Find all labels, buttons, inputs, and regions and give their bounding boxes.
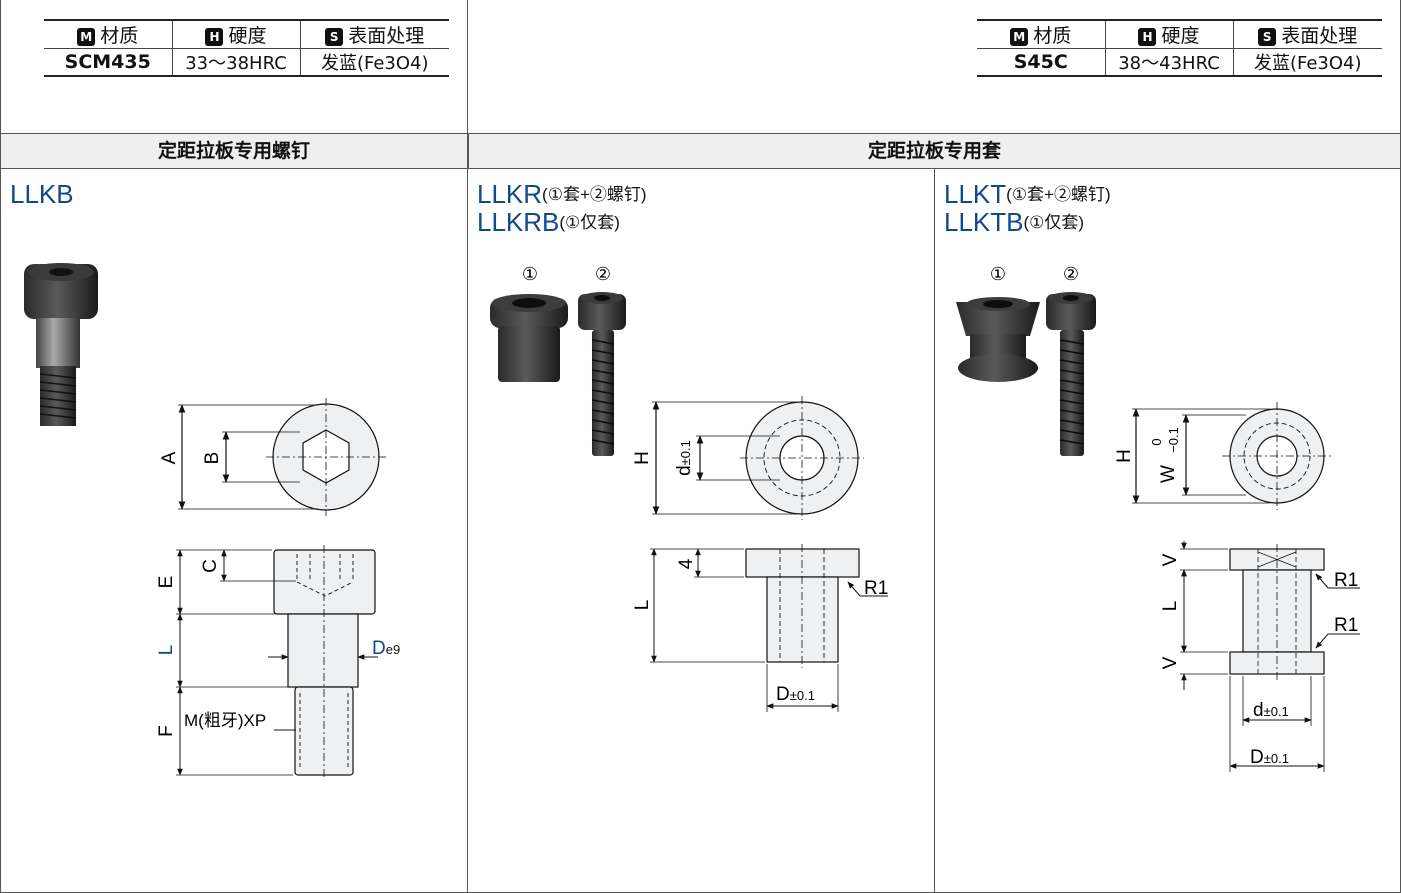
hardness-value: 33～38HRC (171, 48, 300, 77)
dim-E: E (156, 576, 177, 589)
dim-thread: M(粗牙)XP (184, 711, 266, 730)
surface-label: 表面处理 (348, 25, 425, 47)
marker-screw-2: ② (1063, 264, 1079, 284)
dim-L-llkt: L (1160, 601, 1181, 612)
column-divider-2 (934, 169, 935, 893)
dim-R1-top: R1 (1334, 570, 1358, 591)
dim-F: F (156, 725, 177, 737)
dim-W-llkt: W (1158, 465, 1179, 483)
column-divider-1 (467, 0, 468, 893)
llkt-top-view (1132, 402, 1332, 510)
hardness-label: 硬度 (228, 25, 267, 47)
material-label: 材质 (1033, 25, 1072, 47)
dim-D-screw: De9 (372, 638, 400, 659)
dim-L-llkr: L (632, 600, 653, 611)
surface-label: 表面处理 (1281, 25, 1358, 47)
dim-R1-llkr: R1 (864, 578, 888, 599)
product-code-llkrb: LLKRB(①仅套) (477, 207, 620, 237)
dim-4-llkr: 4 (676, 558, 697, 569)
dim-H-llkt: H (1114, 449, 1135, 463)
llkb-side-dimensions (176, 549, 378, 776)
llkr-sleeve-photo (490, 294, 568, 382)
dim-H-llkr: H (632, 451, 653, 465)
surface-value: 发蓝(Fe3O4) (299, 48, 449, 77)
llkr-screw-photo (578, 292, 626, 456)
hardness-label: 硬度 (1161, 25, 1200, 47)
dim-V-bottom: V (1160, 656, 1181, 669)
surface-badge: S (1258, 28, 1277, 46)
llkb-top-view (178, 398, 386, 516)
llkb-photo (24, 263, 98, 426)
marker-screw-1: ② (595, 264, 611, 284)
llkt-sleeve-photo (956, 297, 1040, 382)
dim-C: C (200, 559, 221, 573)
dim-A: A (159, 451, 180, 464)
dim-D-llkt: D±0.1 (1250, 747, 1289, 768)
dim-L-screw: L (156, 645, 177, 656)
hardness-badge: H (205, 28, 224, 46)
llkr-top-view (652, 396, 864, 520)
product-code-llkr: LLKR(①套+②螺钉) (477, 179, 647, 209)
dim-W-tol-bot: −0.1 (1166, 427, 1181, 453)
marker-sleeve-2: ① (990, 264, 1006, 284)
dim-d-llkr: d±0.1 (674, 440, 695, 476)
llkt-side-dimensions (1180, 541, 1360, 772)
llkr-side-view (745, 544, 860, 668)
material-badge: M (1010, 28, 1029, 46)
llkt-screw-photo (1046, 292, 1096, 456)
dim-d-llkt: d±0.1 (1253, 700, 1289, 721)
dim-R1-bottom: R1 (1334, 615, 1358, 636)
surface-value: 发蓝(Fe3O4) (1232, 48, 1382, 77)
material-value: SCM435 (44, 48, 172, 77)
hardness-badge: H (1138, 28, 1157, 46)
dim-V-top: V (1160, 553, 1181, 566)
marker-sleeve-1: ① (522, 264, 538, 284)
material-badge: M (77, 28, 96, 46)
section-header-screw: 定距拉板专用螺钉 (1, 133, 467, 169)
product-code-llkt: LLKT(①套+②螺钉) (944, 179, 1111, 209)
llkb-side-view (273, 545, 376, 780)
material-value: S45C (977, 48, 1105, 77)
dim-B: B (202, 452, 223, 465)
surface-badge: S (325, 28, 344, 46)
product-code-llktb: LLKTB(①仅套) (944, 207, 1085, 237)
llkr-side-dimensions (650, 548, 888, 712)
section-header-sleeve: 定距拉板专用套 (468, 133, 1400, 169)
dim-D-llkr: D±0.1 (776, 684, 815, 705)
material-label: 材质 (100, 25, 139, 47)
llkt-side-view (1229, 544, 1325, 680)
product-code-llkb: LLKB (10, 179, 74, 209)
hardness-value: 38～43HRC (1104, 48, 1233, 77)
dim-W-tol-top: 0 (1149, 438, 1164, 445)
